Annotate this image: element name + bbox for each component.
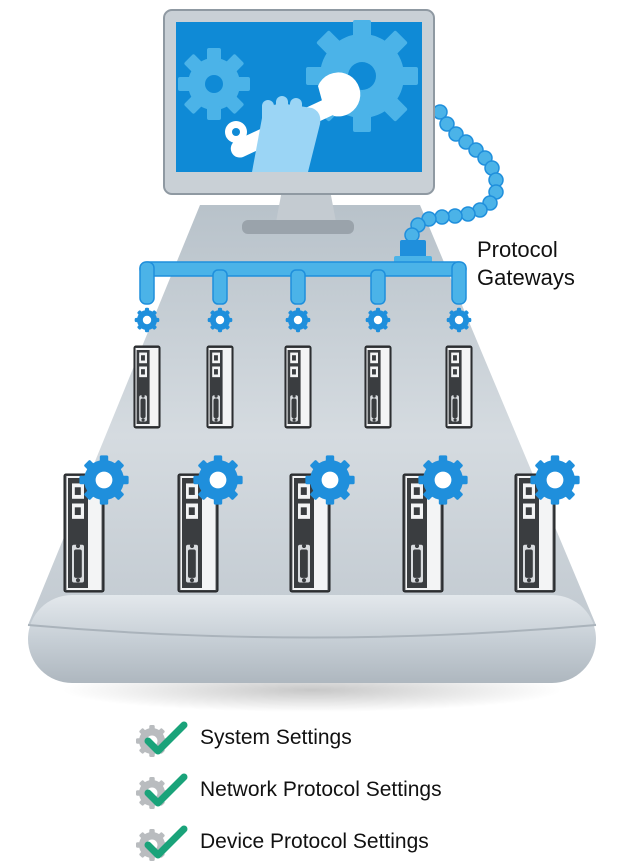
checklist-item-system: System Settings bbox=[132, 712, 442, 764]
belt-edge bbox=[27, 624, 597, 639]
gateway-device-lower bbox=[63, 473, 105, 593]
checklist-label: System Settings bbox=[200, 726, 352, 749]
device-gear-icon bbox=[305, 455, 355, 505]
belt-surface bbox=[28, 205, 596, 625]
pipe-gear-icon bbox=[365, 307, 391, 333]
pipe-gear-icon bbox=[285, 307, 311, 333]
monitor-neck bbox=[276, 190, 336, 222]
gateway-device-upper bbox=[133, 345, 161, 429]
cable bbox=[404, 104, 504, 243]
monitor-icon bbox=[163, 9, 435, 234]
checklist-item-network: Network Protocol Settings bbox=[132, 764, 442, 816]
settings-checklist: System Settings Network Protocol Setting… bbox=[132, 712, 442, 868]
conveyor-belt bbox=[27, 205, 597, 712]
gateway-device-lower bbox=[514, 473, 556, 593]
checklist-item-device: Device Protocol Settings bbox=[132, 816, 442, 868]
monitor-base bbox=[242, 220, 354, 234]
device-gear-icon bbox=[530, 455, 580, 505]
pipe-gear-icon bbox=[446, 307, 472, 333]
label-line-2: Gateways bbox=[477, 265, 575, 290]
checklist-label: Network Protocol Settings bbox=[200, 778, 442, 801]
pipe-gear-icon bbox=[207, 307, 233, 333]
checkmark-icon bbox=[144, 721, 188, 755]
checklist-label: Device Protocol Settings bbox=[200, 830, 429, 853]
gateway-device-upper bbox=[284, 345, 312, 429]
check-gear-icon bbox=[135, 721, 188, 758]
checkmark-icon bbox=[144, 773, 188, 807]
distribution-pipe bbox=[139, 261, 467, 305]
gateway-device-lower bbox=[289, 473, 331, 593]
checkmark-icon bbox=[144, 825, 188, 859]
gateway-device-upper bbox=[445, 345, 473, 429]
device-gear-icon bbox=[418, 455, 468, 505]
protocol-gateways-label: Protocol Gateways bbox=[477, 236, 575, 292]
pipe-gear-icon bbox=[134, 307, 160, 333]
gateway-device-upper bbox=[206, 345, 234, 429]
gateway-device-upper bbox=[364, 345, 392, 429]
label-line-1: Protocol bbox=[477, 237, 558, 262]
hand-wrench-icon bbox=[225, 72, 361, 172]
small-gear-icon bbox=[178, 48, 250, 120]
device-gear-icon bbox=[79, 455, 129, 505]
cable-connector bbox=[400, 240, 426, 260]
check-gear-icon bbox=[135, 773, 188, 810]
check-gear-icon bbox=[135, 825, 188, 862]
belt-roller bbox=[28, 595, 596, 683]
gateway-device-lower bbox=[177, 473, 219, 593]
device-gear-icon bbox=[193, 455, 243, 505]
